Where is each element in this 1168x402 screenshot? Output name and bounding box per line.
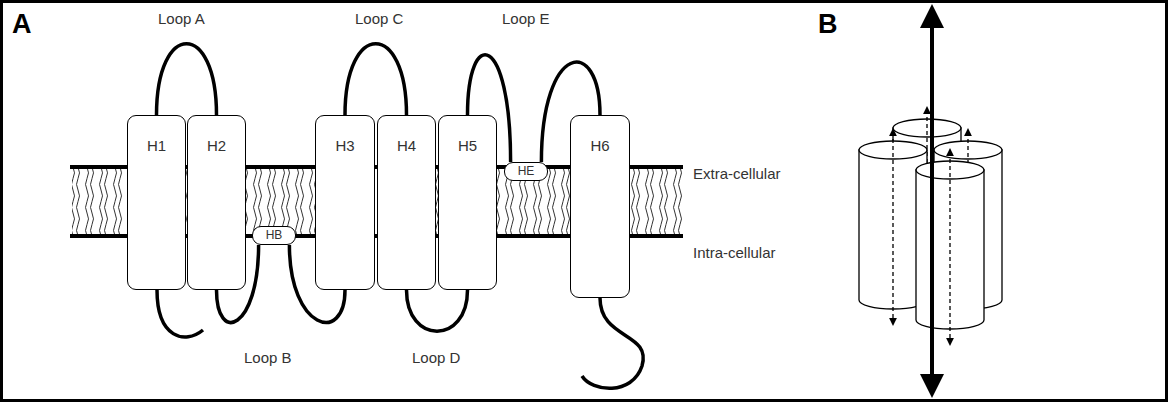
transmembrane-helix: H4 <box>377 115 436 290</box>
transmembrane-helix: H5 <box>438 115 497 290</box>
panel-label: B <box>818 8 838 40</box>
transmembrane-helix: H1 <box>127 115 186 290</box>
panel-label: A <box>12 8 32 40</box>
helix-name: H5 <box>439 138 496 155</box>
diagram-label: Loop A <box>158 10 205 28</box>
helix-name: HE <box>518 165 535 178</box>
tetramer <box>859 16 1002 386</box>
transmembrane-helix: H3 <box>315 115 375 290</box>
diagram-label: Intra-cellular <box>693 244 776 262</box>
helix-name: H6 <box>571 138 629 155</box>
c-terminus <box>582 298 643 388</box>
diagram-label: Loop B <box>244 349 292 367</box>
diagram-label: Loop D <box>412 349 460 367</box>
diagram-label: Loop C <box>355 10 403 28</box>
diagram-label: Extra-cellular <box>693 165 781 183</box>
helix-name: H4 <box>378 138 435 155</box>
transmembrane-helix: H6 <box>570 115 630 298</box>
helix-name: H1 <box>128 138 185 155</box>
loop-connector <box>345 44 407 115</box>
diagram-label: Loop E <box>502 10 550 28</box>
helix-name: H2 <box>188 138 245 155</box>
helix-name: HB <box>266 229 283 242</box>
helix-name: H3 <box>316 138 374 155</box>
loop-connector <box>157 44 217 115</box>
amphipathic-helix: HE <box>504 162 548 181</box>
n-terminus <box>157 290 203 337</box>
transmembrane-helix: H2 <box>187 115 246 290</box>
loop-connector <box>407 290 468 331</box>
amphipathic-helix: HB <box>252 226 296 245</box>
